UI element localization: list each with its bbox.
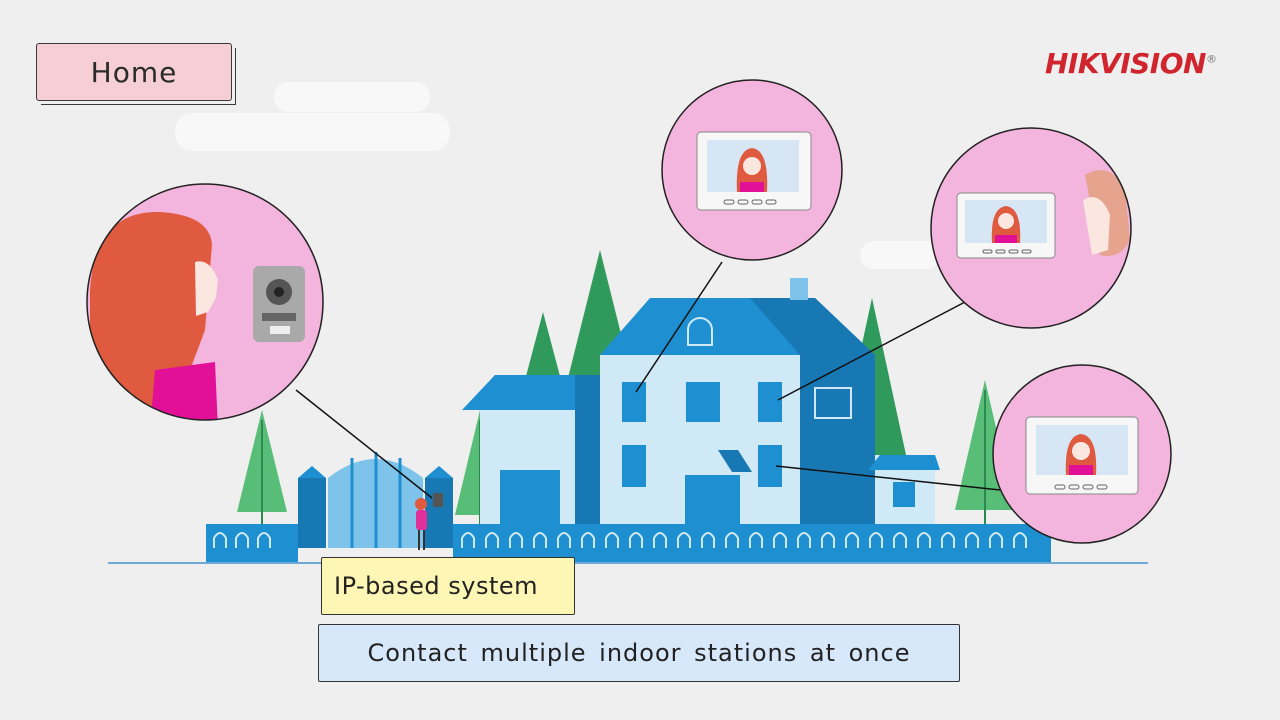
cloud-shape [860, 241, 940, 269]
section-label-text: Home [90, 55, 178, 89]
description-caption-text: Contact multiple indoor stations at once [367, 639, 911, 667]
callout-monitor-downstairs [992, 364, 1172, 544]
house-main [575, 278, 875, 530]
window [622, 382, 646, 422]
callout-monitor-upstairs [661, 79, 843, 261]
feature-caption-text: IP-based system [334, 572, 539, 600]
visitor-figure [415, 498, 427, 550]
front-door [685, 475, 740, 530]
window [758, 382, 782, 422]
brand-name: HIKVISION [1045, 47, 1206, 80]
registered-mark: ® [1205, 52, 1217, 66]
door-station-icon [433, 493, 443, 507]
callout-connectors [295, 261, 1001, 499]
tree-icon [237, 410, 287, 525]
window [686, 382, 720, 422]
callout-visitor [86, 183, 324, 421]
cloud-shape [274, 82, 430, 112]
window [622, 445, 646, 487]
brand-logo: HIKVISION® [1045, 47, 1245, 87]
description-caption: Contact multiple indoor stations at once [318, 624, 960, 682]
feature-caption: IP-based system [321, 557, 575, 615]
fence [206, 524, 1051, 562]
entrance-gate [298, 452, 453, 548]
window [814, 387, 852, 419]
callout-monitor-side [930, 127, 1132, 329]
section-label: Home [36, 43, 236, 105]
cloud-shape [175, 113, 450, 151]
house-annex [868, 455, 940, 530]
